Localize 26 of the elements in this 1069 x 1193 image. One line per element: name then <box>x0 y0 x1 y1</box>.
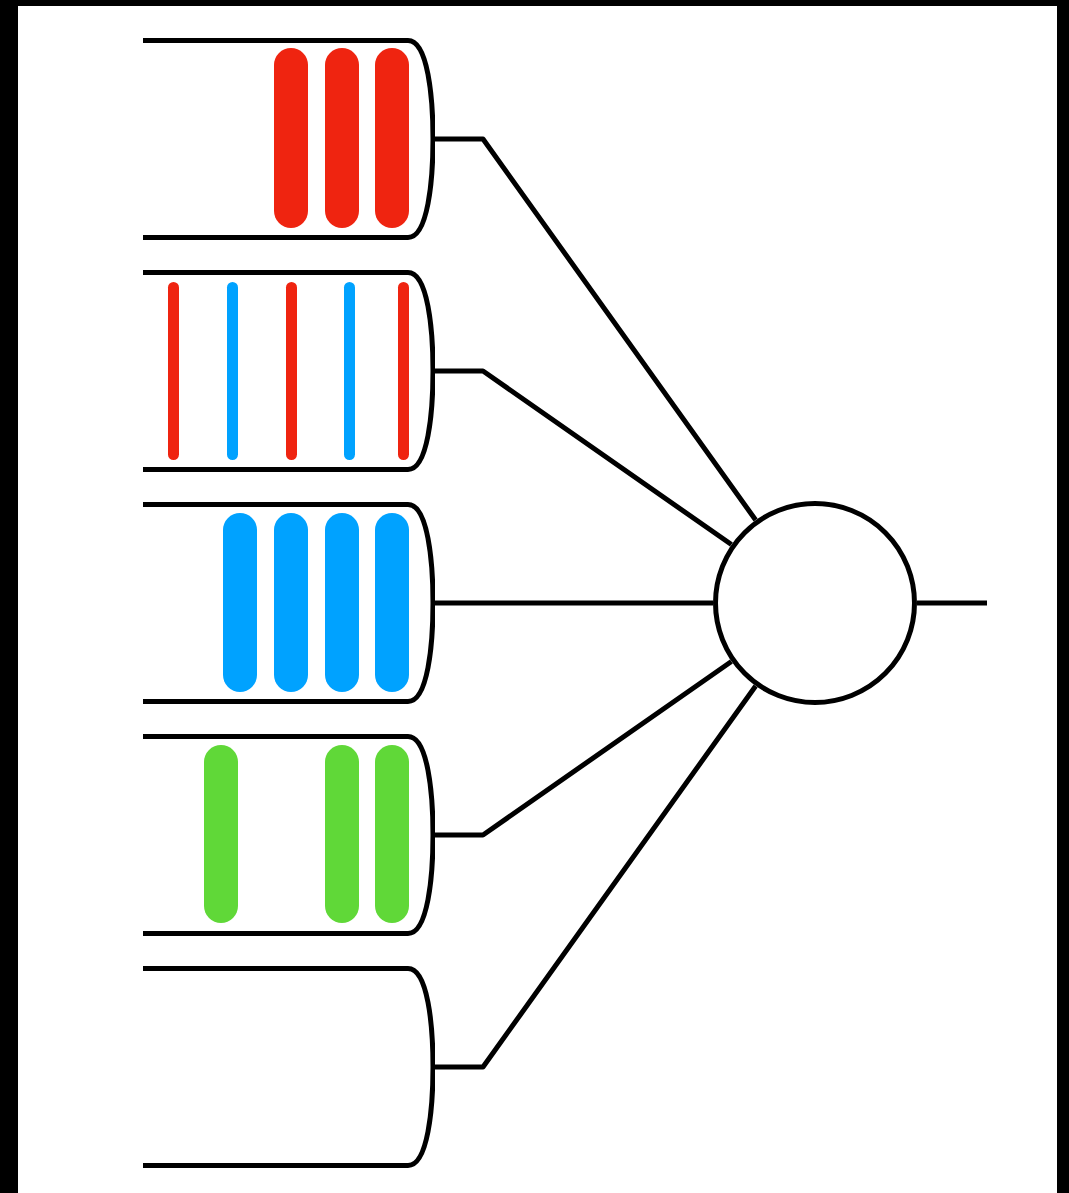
bar <box>274 48 308 228</box>
bar <box>325 48 359 228</box>
bar <box>325 745 359 923</box>
bar <box>204 745 238 923</box>
bar <box>167 282 179 460</box>
queue <box>143 502 435 704</box>
connector-line <box>433 659 733 838</box>
connector-line <box>433 368 733 547</box>
bar <box>223 513 257 692</box>
bar <box>343 282 355 460</box>
bar <box>274 513 308 692</box>
queue <box>143 270 435 472</box>
connector-line <box>433 684 758 1070</box>
queue <box>143 966 435 1168</box>
queue <box>143 38 435 240</box>
bar <box>226 282 238 460</box>
bar <box>285 282 297 460</box>
bar <box>375 513 409 692</box>
queue <box>143 734 435 936</box>
bar <box>375 48 409 228</box>
connector-line <box>433 136 758 522</box>
bar <box>375 745 409 923</box>
connector-line <box>917 600 987 606</box>
bar <box>325 513 359 692</box>
bar <box>397 282 409 460</box>
connector-line <box>433 600 713 606</box>
